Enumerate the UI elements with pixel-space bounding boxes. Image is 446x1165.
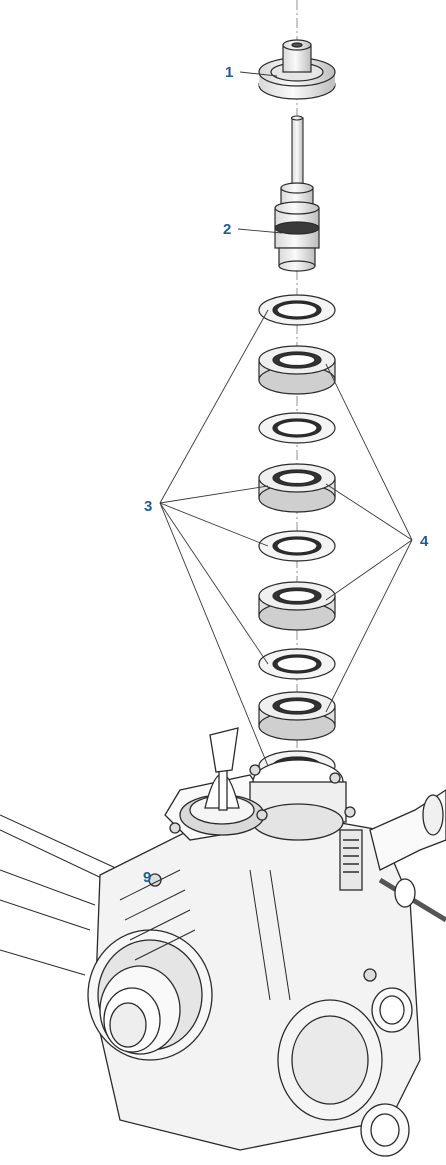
label-4: 4 xyxy=(420,533,429,550)
leader-line-1 xyxy=(239,71,278,77)
part-labels: 1 2 3 4 9 xyxy=(143,64,429,886)
label-3: 3 xyxy=(144,498,152,515)
leader-lines-4 xyxy=(325,363,413,713)
leader-line-2 xyxy=(237,228,283,234)
pump-housing xyxy=(0,727,446,1157)
washer-stack xyxy=(258,294,336,782)
part-2-cartridge xyxy=(274,182,320,272)
washer-3d xyxy=(258,648,336,680)
label-9: 9 xyxy=(143,869,151,886)
bearing-4b xyxy=(258,463,336,513)
bearing-4c xyxy=(258,581,336,631)
washer-3b xyxy=(258,412,336,444)
washer-3a xyxy=(258,294,336,326)
bearing-4a xyxy=(258,345,336,395)
washer-3c xyxy=(258,530,336,562)
part-1-gear-cap xyxy=(258,39,336,100)
spindle-shaft xyxy=(290,115,304,189)
leader-lines-3 xyxy=(159,309,269,767)
label-1: 1 xyxy=(225,64,233,81)
label-2: 2 xyxy=(223,221,231,238)
bearing-4d xyxy=(258,691,336,741)
